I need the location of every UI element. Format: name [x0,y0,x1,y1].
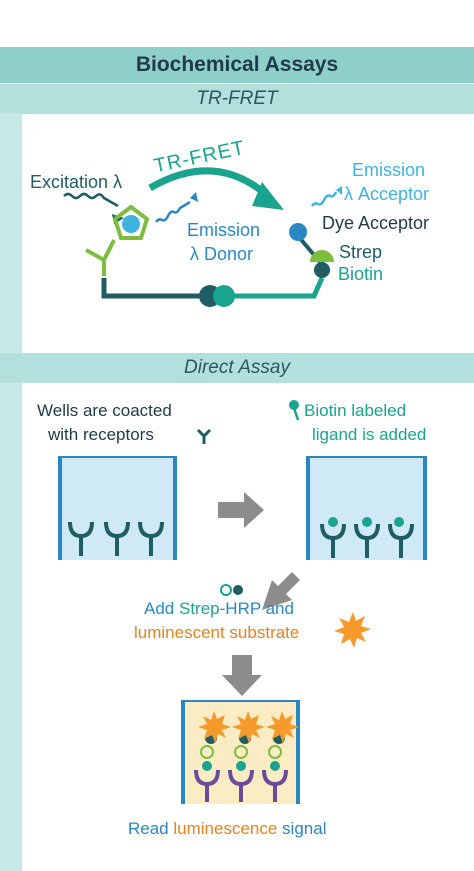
signal-word: signal [277,819,327,838]
emission-donor-line2: λ Donor [190,244,254,264]
strep-hrp-icon [220,584,243,596]
well-2 [306,456,427,560]
arrow-right [218,492,264,528]
section-title-trfret: TR-FRET [196,88,278,109]
read-signal-line: Read luminescence signal [128,819,326,839]
well-3 [181,700,300,804]
dye-acceptor-label: Dye Acceptor [322,213,430,233]
strep-label: Strep [339,242,383,262]
section-title-direct: Direct Assay [184,357,290,378]
donor-emission-wave [155,200,191,223]
hrp-word: -HRP and [219,599,294,618]
section-bar-direct: Direct Assay [0,353,474,383]
add-strep-hrp-line: Add Strep-HRP and [144,599,294,619]
biotin-ligand-line2: ligand is added [312,425,427,444]
wells-coated-line1: Wells are coacted [37,401,172,420]
binding-chain [101,276,325,299]
biotin-label: Biotin [338,264,384,284]
substrate-burst-icon [334,612,371,648]
page-title: Biochemical Assays [135,53,339,76]
donor-fluorophore [112,204,150,240]
luminescence-word: luminescence [173,819,278,838]
section-bar-trfret: TR-FRET [0,84,474,114]
acceptor-emission-wave [311,191,338,207]
antibody-icon [85,239,116,276]
read-prefix: Read [128,819,174,838]
trfret-arrow [148,167,284,210]
excitation-label: Excitation λ [30,172,123,192]
strep-word: Strep [178,599,220,618]
add-prefix: Add [144,599,179,618]
emission-acceptor-line2: λ Acceptor [344,184,430,204]
emission-acceptor-line1: Emission [352,160,426,180]
well-1 [58,456,177,560]
wells-coated-line2: with receptors [48,425,154,444]
arrow-diagonal [262,572,300,610]
target-node-teal [213,285,235,307]
excitation-wave [63,192,119,208]
luminescent-substrate-label: luminescent substrate [134,623,300,642]
left-stripe [0,113,22,871]
emission-donor-line1: Emission [187,220,261,240]
acceptor-complex [289,223,334,278]
biotin-ligand-line1: Biotin labeled [304,401,407,420]
arrow-down [222,655,262,696]
receptor-icon [196,428,212,444]
title-bar: Biochemical Assays [0,47,474,83]
biotin-pin-icon [289,400,300,421]
